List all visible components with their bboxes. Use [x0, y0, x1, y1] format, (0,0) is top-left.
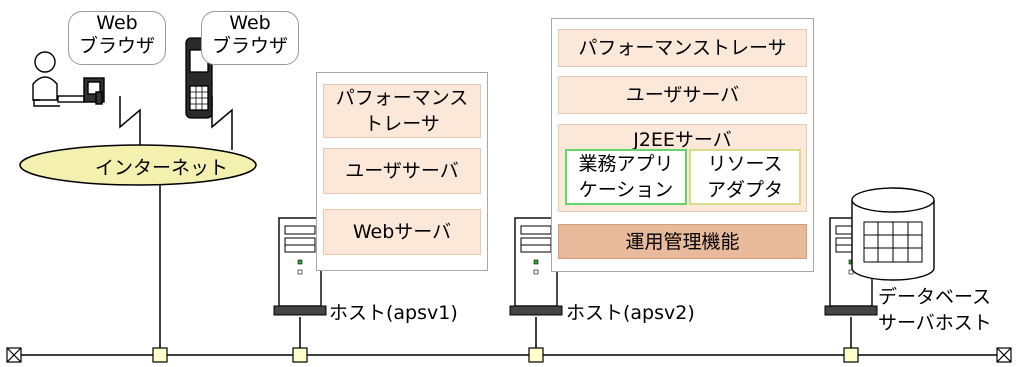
apsv2-tracer-label: パフォーマンストレーサ — [578, 37, 787, 59]
business-app-line1: 業務アプリ — [578, 153, 674, 175]
user-at-pc-icon — [32, 51, 105, 107]
bus-terminator-left-icon — [6, 347, 22, 363]
j2ee-server-label: J2EEサーバ — [633, 129, 732, 151]
business-app-line2: ケーション — [578, 179, 674, 201]
browser-pc-line1: Web — [96, 12, 138, 34]
bus-connector-apsv1 — [292, 347, 308, 363]
web-browser-bubble-phone: Web ブラウザ — [201, 11, 299, 65]
business-application-box: 業務アプリ ケーション — [565, 149, 687, 205]
database-cylinder-icon — [851, 187, 935, 281]
apsv1-tracer-line1: パフォーマンス — [335, 87, 469, 109]
apsv1-tracer-line2: トレーサ — [364, 113, 440, 135]
apsv2-host-label: ホスト(apsv2) — [566, 302, 695, 324]
apsv1-user-server-label: ユーザサーバ — [345, 160, 459, 182]
browser-pc-line2: ブラウザ — [78, 35, 155, 57]
bus-terminator-right-icon — [996, 347, 1012, 363]
lightning-link-phone-icon — [211, 96, 233, 150]
apsv2-user-server-label: ユーザサーバ — [625, 84, 740, 106]
apsv2-performance-tracer: パフォーマンストレーサ — [558, 29, 807, 67]
bus-connector-apsv2 — [528, 347, 544, 363]
resource-adapter-box: リソース アダプタ — [689, 149, 801, 205]
ops-management-label: 運用管理機能 — [625, 230, 740, 253]
apsv1-performance-tracer: パフォーマンス トレーサ — [323, 84, 481, 138]
apsv1-user-server: ユーザサーバ — [323, 148, 481, 194]
apsv1-web-server: Webサーバ — [323, 209, 481, 255]
browser-phone-line1: Web — [229, 12, 271, 34]
lightning-link-pc-icon — [119, 96, 141, 150]
db-server-host-label: データベース サーバホスト — [878, 284, 992, 336]
apsv2-user-server: ユーザサーバ — [558, 76, 807, 114]
apsv1-host-label: ホスト(apsv1) — [329, 302, 458, 324]
resource-adapter-line1: リソース — [707, 153, 783, 175]
server-tower-apsv2-icon — [509, 217, 563, 316]
apsv1-web-server-label: Webサーバ — [352, 221, 452, 243]
resource-adapter-line2: アダプタ — [706, 179, 783, 201]
db-host-line1: データベース — [878, 286, 992, 308]
bus-connector-db — [843, 347, 859, 363]
internet-ellipse — [19, 144, 257, 186]
browser-phone-line2: ブラウザ — [211, 35, 288, 57]
mobile-phone-icon — [185, 37, 213, 119]
db-host-line2: サーバホスト — [878, 312, 992, 334]
internet-label: インターネット — [95, 157, 229, 179]
web-browser-bubble-pc: Web ブラウザ — [68, 11, 166, 65]
apsv2-operations-management: 運用管理機能 — [558, 224, 807, 259]
server-tower-apsv1-icon — [273, 217, 327, 316]
bus-connector-internet — [152, 347, 168, 363]
